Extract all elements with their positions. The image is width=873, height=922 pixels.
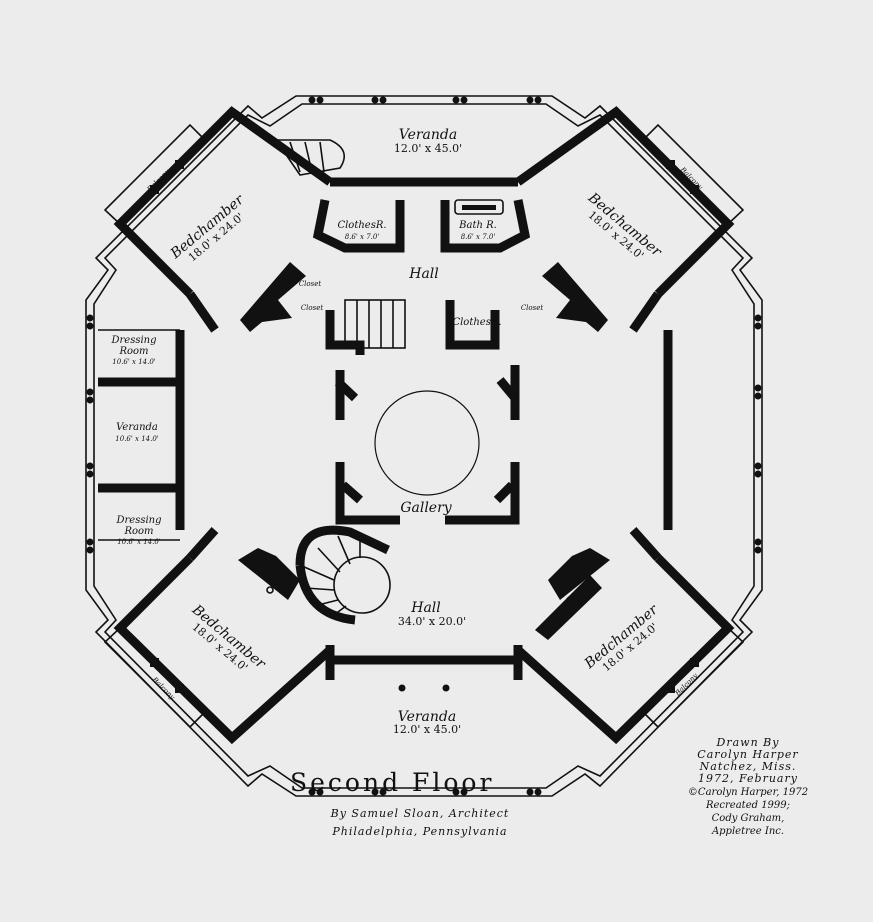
dressing-lower-dims: 10.6' x 14.0' (117, 538, 160, 546)
dressing-upper-dims: 10.6' x 14.0' (112, 358, 155, 366)
credit-line-6: Recreated 1999; (705, 800, 791, 811)
hall-lower-dims: 34.0' x 20.0' (398, 615, 466, 628)
gallery-rotunda (374, 390, 480, 496)
interior-walls (98, 199, 531, 680)
hall-lower-label: Hall (410, 600, 441, 616)
gallery-label: Gallery (400, 500, 452, 516)
place-line: Philadelphia, Pennsylvania (332, 825, 508, 838)
credit-line-3: Natchez, Miss. (699, 760, 797, 773)
upper-stair (274, 139, 406, 349)
credit-line-1: Drawn By (716, 736, 780, 749)
closet-label-2: Closet (301, 304, 324, 312)
closet-label-3: Closet (521, 304, 544, 312)
veranda-top-dims: 12.0' x 45.0' (394, 142, 462, 155)
dressing-lower-line1: Dressing (115, 515, 161, 526)
veranda-left-label: Veranda (116, 422, 158, 433)
copyright-credit: ©Carolyn Harper, 1972 Recreated 1999; Co… (668, 786, 828, 838)
column-pairs (86, 96, 762, 796)
hall-upper-label: Hall (408, 266, 439, 282)
veranda-top-label: Veranda (399, 127, 457, 143)
plan-title: Second Floor (290, 768, 495, 797)
dressing-upper-line2: Room (118, 346, 148, 357)
details (256, 199, 589, 692)
clothes-room-top-dims: 8.6' x 7.0' (345, 233, 380, 241)
balconies (103, 123, 745, 729)
credit-line-7: Cody Graham, (711, 813, 785, 824)
clothes-room-right-label: ClothesR. (452, 317, 501, 328)
credit-line-8: Appletree Inc. (711, 826, 785, 837)
outer-veranda-ring (85, 95, 763, 797)
architect-line: By Samuel Sloan, Architect (330, 807, 510, 820)
closet-label-1: Closet (299, 280, 322, 288)
dressing-upper-line1: Dressing (110, 335, 156, 346)
bath-room-label: Bath R. (458, 220, 497, 231)
bath-room-dims: 8.6' x 7.0' (461, 233, 496, 241)
dressing-lower-line2: Room (123, 526, 153, 537)
veranda-bottom-label: Veranda (398, 709, 456, 725)
credit-line-4: 1972, February (698, 772, 798, 785)
spiral-stair (295, 525, 391, 625)
veranda-bottom-dims: 12.0' x 45.0' (393, 723, 461, 736)
credit-line-2: Carolyn Harper (697, 748, 799, 761)
drawn-by-credit: Drawn By Carolyn Harper Natchez, Miss. 1… (668, 737, 828, 785)
architect-credit: By Samuel Sloan, Architect Philadelphia,… (300, 805, 540, 841)
credit-line-5: ©Carolyn Harper, 1972 (687, 787, 809, 798)
clothes-room-top-label: ClothesR. (337, 220, 386, 231)
veranda-left-dims: 10.6' x 14.0' (115, 435, 158, 443)
corner-chimneys (238, 262, 610, 640)
